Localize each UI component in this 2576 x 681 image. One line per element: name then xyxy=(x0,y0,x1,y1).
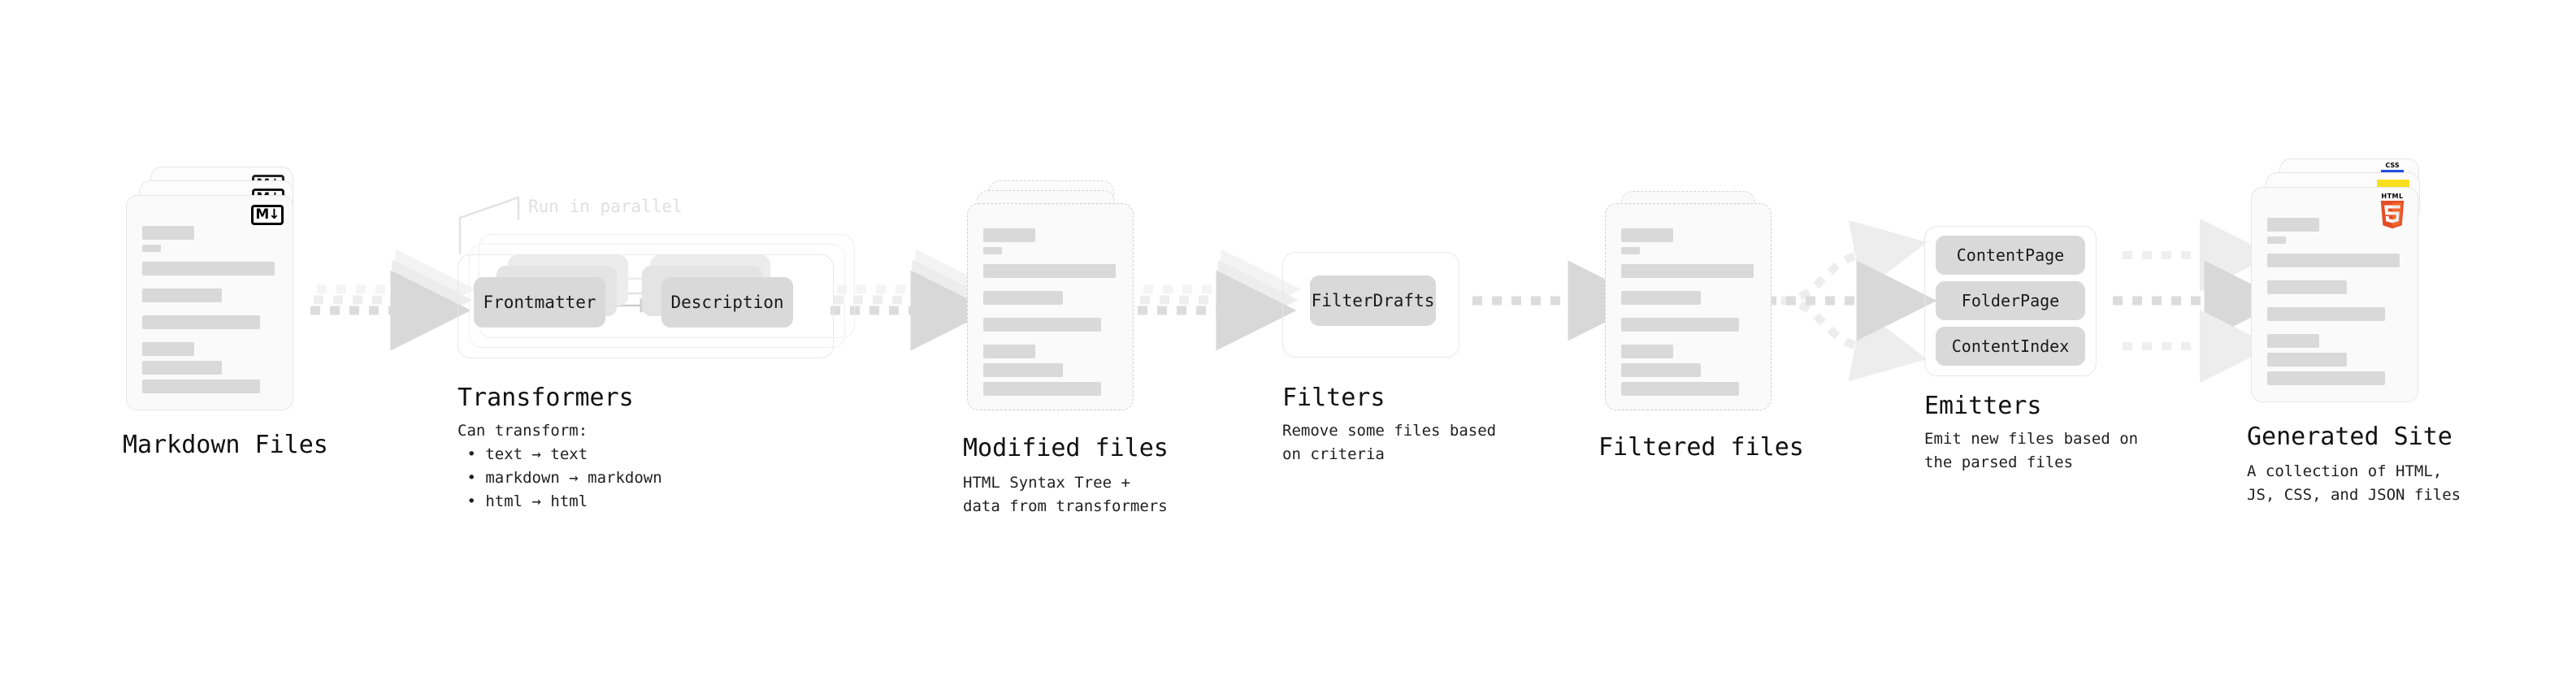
site-placeholder-lines xyxy=(2252,188,2418,401)
run-in-parallel-annotation: Run in parallel xyxy=(528,197,683,216)
stage-title-emitters: Emitters xyxy=(1924,392,2042,420)
connector-md-to-transformers xyxy=(310,249,476,351)
stage-title-transformers: Transformers xyxy=(458,384,634,412)
modified-placeholder-lines xyxy=(968,204,1133,410)
stage-filtered-files: Filtered files xyxy=(1598,191,1804,462)
stage-title-filtered-files: Filtered files xyxy=(1598,433,1804,462)
generated-site-stack: CSS JS HTML xyxy=(2251,158,2446,406)
emitter-pill-contentpage[interactable]: ContentPage xyxy=(1936,236,2085,275)
markdown-placeholder-lines xyxy=(127,196,293,410)
stage-subtitle-generated-site: A collection of HTML, JS, CSS, and JSON … xyxy=(2247,462,2461,504)
stage-title-filters: Filters xyxy=(1282,384,1386,412)
stage-modified-files: Modified files HTML Syntax Tree + data f… xyxy=(963,180,1169,515)
html5-icon-shield xyxy=(2380,201,2405,229)
stage-title-generated-site: Generated Site xyxy=(2247,423,2452,451)
filtered-card-front[interactable] xyxy=(1605,203,1772,410)
filtered-file-stack xyxy=(1605,191,1792,419)
filters-group[interactable] xyxy=(1282,252,1459,358)
transformers-group-front[interactable] xyxy=(458,254,834,358)
css3-icon-label: CSS xyxy=(2385,162,2400,169)
modified-card-front[interactable] xyxy=(967,203,1134,410)
emitters-group[interactable] xyxy=(1924,226,2097,376)
html5-icon-label: HTML xyxy=(2381,193,2404,200)
markdown-card-front[interactable]: M↓ xyxy=(126,195,293,410)
html5-icon: HTML xyxy=(2376,193,2409,230)
stage-title-modified-files: Modified files xyxy=(963,434,1169,462)
markdown-icon: M↓ xyxy=(251,205,284,225)
site-card-front[interactable]: HTML xyxy=(2251,187,2418,402)
modified-file-stack xyxy=(967,180,1154,416)
transformer-pill-description[interactable]: Description xyxy=(661,277,793,327)
stage-subtitle-modified-files: HTML Syntax Tree + data from transformer… xyxy=(963,474,1168,515)
connector-emitters-to-site xyxy=(2113,219,2285,383)
transformers-group-mid xyxy=(469,244,845,348)
emitter-pill-folderpage[interactable]: FolderPage xyxy=(1936,281,2085,320)
stage-subtitle-filters: Remove some files based on criteria xyxy=(1282,422,1497,463)
stage-markdown-files: M↓ M↓ M↓ Markdown Files xyxy=(123,167,328,459)
filter-pill-filterdrafts[interactable]: FilterDrafts xyxy=(1310,275,1436,326)
emitter-pill-contentindex[interactable]: ContentIndex xyxy=(1936,327,2085,366)
stage-subtitle-transformers: Can transform: • text → text • markdown … xyxy=(458,422,662,510)
transformer-pill-frontmatter[interactable]: Frontmatter xyxy=(474,277,605,327)
filtered-placeholder-lines xyxy=(1606,204,1771,410)
markdown-file-stack: M↓ M↓ M↓ xyxy=(126,167,313,414)
stage-subtitle-emitters: Emit new files based on the parsed files xyxy=(1924,430,2139,471)
stage-generated-site: CSS JS HTML xyxy=(2247,158,2461,504)
stage-title-markdown-files: Markdown Files xyxy=(123,431,328,459)
